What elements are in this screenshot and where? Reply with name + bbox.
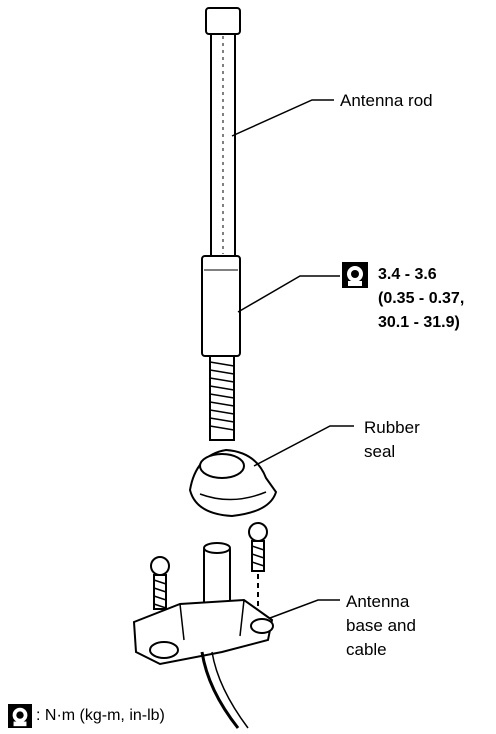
torque-spec-kgm: (0.35 - 0.37,	[378, 290, 465, 307]
label-antenna-base-line1: Antenna	[346, 592, 410, 611]
torque-spec-nm: 3.4 - 3.6	[378, 266, 437, 283]
label-antenna-base-line2: base and	[346, 616, 416, 635]
label-antenna-rod: Antenna rod	[340, 91, 433, 110]
legend-text: : N·m (kg-m, in-lb)	[36, 707, 165, 724]
torque-spec-inlb: 30.1 - 31.9)	[378, 314, 460, 331]
rubber-seal	[188, 448, 278, 518]
leader-lines	[231, 99, 354, 619]
label-antenna-base-line3: cable	[346, 640, 387, 659]
legend: : N·m (kg-m, in-lb)	[8, 704, 165, 728]
label-rubber-seal-line2: seal	[364, 442, 396, 461]
antenna-rod	[201, 7, 241, 441]
torque-wrench-icon	[8, 704, 32, 728]
torque-wrench-icon	[342, 262, 368, 288]
antenna-base	[132, 542, 274, 729]
label-rubber-seal-line1: Rubber	[364, 418, 420, 437]
